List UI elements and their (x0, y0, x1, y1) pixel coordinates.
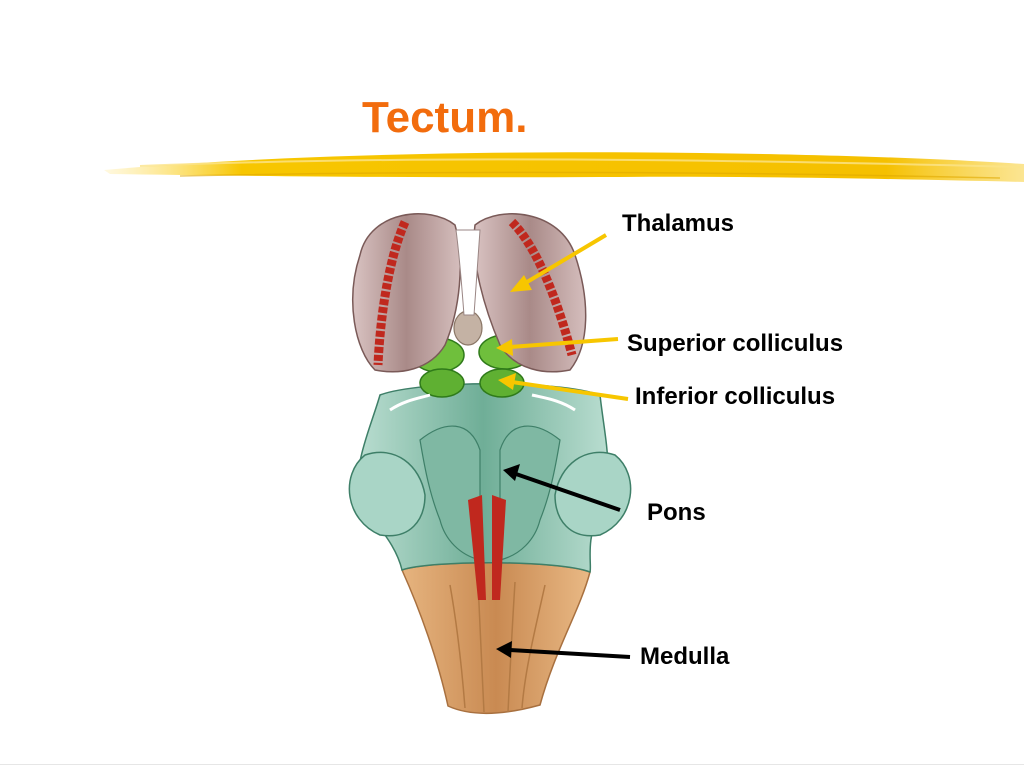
superior-colliculus-arrow (496, 337, 619, 356)
pons-arrow (503, 464, 621, 512)
label-thalamus: Thalamus (622, 210, 735, 237)
label-medulla: Medulla (640, 643, 730, 670)
inferior-colliculus-arrow (498, 373, 629, 401)
thalamus-arrow (510, 233, 608, 292)
pointer-arrows (496, 233, 631, 659)
slide-title: Tectum. (362, 93, 528, 142)
brainstem-illustration (348, 213, 632, 715)
label-pons: Pons (647, 499, 706, 526)
thalamus-lobes (352, 213, 587, 373)
footer-divider (0, 764, 1024, 765)
title-underline-brushstroke (104, 152, 1024, 182)
label-inferior-colliculus: Inferior colliculus (635, 383, 836, 410)
label-superior-colliculus: Superior colliculus (627, 330, 844, 357)
medulla-arrow (496, 641, 631, 659)
